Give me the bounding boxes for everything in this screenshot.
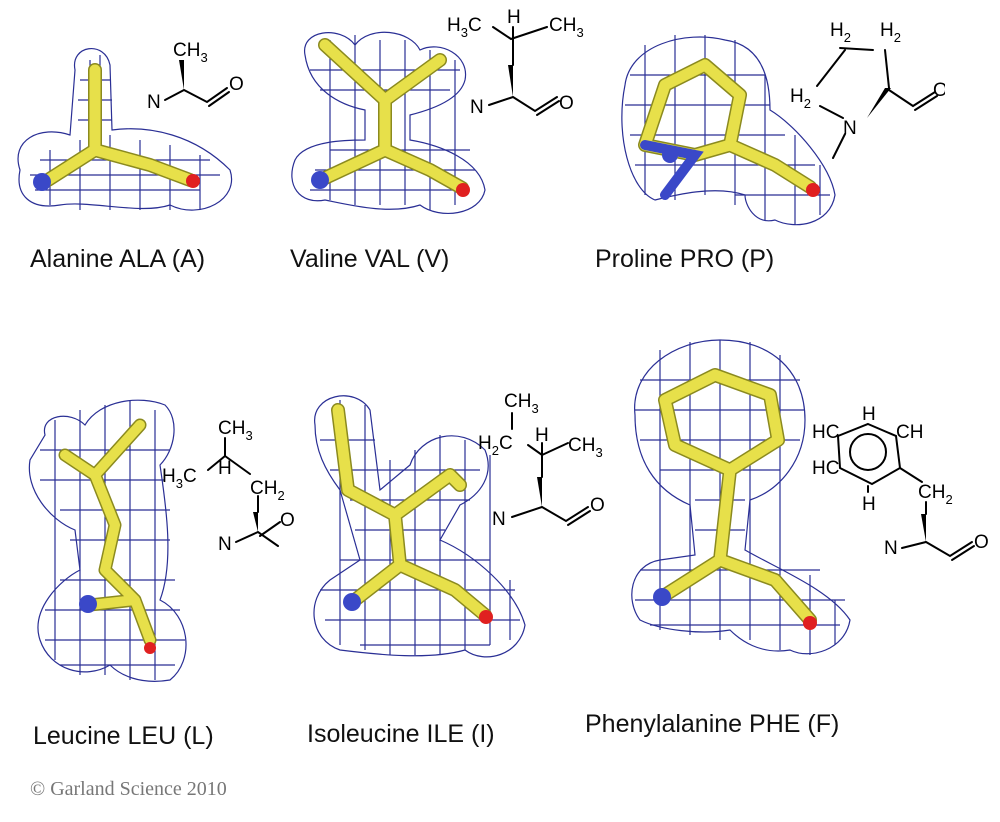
oxygen-atom xyxy=(144,642,156,654)
panel-alanine: CH3 N O Alanine ALA (A) xyxy=(0,0,250,300)
stick-model xyxy=(638,58,820,200)
caption-proline: Proline PRO (P) xyxy=(595,245,775,273)
isoleucine-n-label: N xyxy=(492,509,506,530)
oxygen-atom xyxy=(186,174,200,188)
stick-model xyxy=(33,63,200,191)
phenylalanine-hc-left-top-label: HC xyxy=(812,422,839,443)
nitrogen-atom xyxy=(33,173,51,191)
caption-valine: Valine VAL (V) xyxy=(290,245,450,273)
oxygen-atom xyxy=(806,183,820,197)
copyright-notice: © Garland Science 2010 xyxy=(30,778,227,800)
leucine-h-label: H xyxy=(218,458,232,479)
stick-model xyxy=(311,38,470,197)
caption-isoleucine: Isoleucine ILE (I) xyxy=(307,720,495,748)
nitrogen-atom xyxy=(653,588,671,606)
phenylalanine-h-top-label: H xyxy=(862,404,876,425)
leucine-o-label: O xyxy=(280,510,295,531)
proline-o-label: O xyxy=(933,80,945,101)
panel-valine: H3C H CH3 N O Valine VAL (V) xyxy=(270,0,600,300)
oxygen-atom xyxy=(456,183,470,197)
phenylalanine-h-bot-label: H xyxy=(862,494,876,515)
stick-model xyxy=(653,368,817,630)
proline-h2b-label: H2 xyxy=(880,20,901,45)
leucine-ch3-label: CH3 xyxy=(218,418,253,443)
panel-isoleucine: CH3 H2C H CH3 N O Isoleucine ILE (I) xyxy=(290,380,620,750)
isoleucine-ch3b-label: CH3 xyxy=(568,435,603,460)
phenylalanine-o-label: O xyxy=(974,532,989,553)
oxygen-atom xyxy=(803,616,817,630)
isoleucine-h-label: H xyxy=(535,425,549,446)
phenylalanine-n-label: N xyxy=(884,538,898,559)
valine-density-model xyxy=(291,31,486,214)
proline-h2c-label: H2 xyxy=(790,86,811,111)
alanine-n-label: N xyxy=(147,92,161,113)
caption-phenylalanine: Phenylalanine PHE (F) xyxy=(585,710,840,738)
stick-model xyxy=(331,403,493,624)
leucine-n-label: N xyxy=(218,534,232,555)
valine-n-label: N xyxy=(470,97,484,118)
phenylalanine-formula: H HC CH HC H CH2 N O xyxy=(812,404,989,561)
stick-model xyxy=(58,418,157,654)
panel-phenylalanine: H HC CH HC H CH2 N O Phenylalanine PHE (… xyxy=(585,330,1000,750)
panel-proline: H2 H2 H2 N O Proline PRO (P) xyxy=(595,0,1000,300)
isoleucine-h2c-label: H2C xyxy=(478,433,513,458)
isoleucine-formula: CH3 H2C H CH3 N O xyxy=(478,391,605,530)
oxygen-atom xyxy=(479,610,493,624)
proline-n-label: N xyxy=(843,118,857,139)
nitrogen-atom xyxy=(343,593,361,611)
leucine-density-model xyxy=(28,399,187,682)
phenylalanine-ch-right-top-label: CH xyxy=(896,422,923,443)
panel-leucine: CH3 H3C H CH2 N O Leucine LEU (L) xyxy=(0,380,295,750)
valine-h3c-label: H3C xyxy=(447,15,482,40)
leucine-h3c-label: H3C xyxy=(162,466,197,491)
nitrogen-atom xyxy=(311,171,329,189)
leucine-ch2-label: CH2 xyxy=(250,478,285,503)
isoleucine-o-label: O xyxy=(590,495,605,516)
nitrogen-atom xyxy=(662,147,678,163)
caption-leucine: Leucine LEU (L) xyxy=(33,722,214,750)
nitrogen-atom xyxy=(79,595,97,613)
phenylalanine-density-model xyxy=(631,339,851,655)
phenylalanine-ch2-label: CH2 xyxy=(918,482,953,507)
leucine-formula: CH3 H3C H CH2 N O xyxy=(162,418,295,555)
isoleucine-density-model xyxy=(313,395,526,658)
alanine-density-model xyxy=(17,48,233,211)
phenylalanine-hc-left-bot-label: HC xyxy=(812,458,839,479)
isoleucine-ch3a-label: CH3 xyxy=(504,391,539,416)
valine-formula: H3C H CH3 N O xyxy=(447,7,584,118)
proline-formula: H2 H2 H2 N O xyxy=(790,20,945,159)
caption-alanine: Alanine ALA (A) xyxy=(30,245,206,273)
valine-ch3-label: CH3 xyxy=(549,15,584,40)
valine-h-label: H xyxy=(507,7,521,28)
alanine-side-label: CH3 xyxy=(173,40,208,65)
proline-h2a-label: H2 xyxy=(830,20,851,45)
valine-o-label: O xyxy=(559,93,574,114)
alanine-formula: CH3 N O xyxy=(147,40,244,113)
proline-density-model xyxy=(621,35,836,226)
alanine-o-label: O xyxy=(229,74,244,95)
